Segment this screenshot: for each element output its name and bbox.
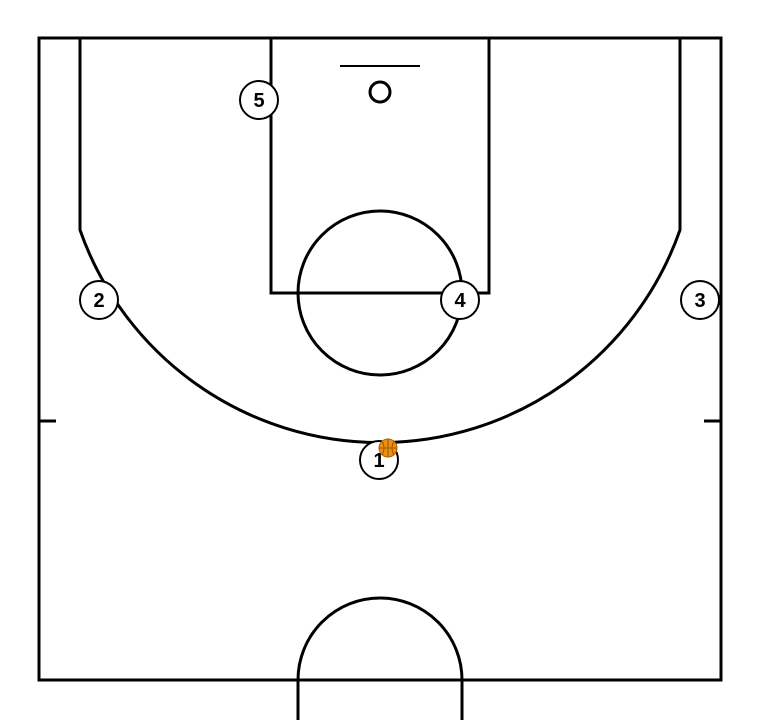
player-3[interactable]: 3 bbox=[680, 280, 720, 320]
player-label: 4 bbox=[454, 290, 466, 312]
center-circle bbox=[296, 596, 464, 720]
player-4[interactable]: 4 bbox=[440, 280, 480, 320]
player-marker bbox=[239, 80, 279, 120]
three-point-line bbox=[78, 38, 682, 444]
player-2[interactable]: 2 bbox=[79, 280, 119, 320]
player-marker bbox=[680, 280, 720, 320]
player-label: 1 bbox=[373, 450, 384, 472]
player-label: 2 bbox=[93, 290, 104, 312]
basketball-icon bbox=[378, 438, 398, 458]
court-boundary bbox=[37, 36, 723, 682]
player-marker bbox=[440, 280, 480, 320]
player-label: 5 bbox=[253, 90, 264, 112]
player-label: 3 bbox=[694, 290, 705, 312]
player-marker bbox=[79, 280, 119, 320]
rim bbox=[368, 80, 392, 104]
paint-lane bbox=[269, 36, 491, 295]
player-5[interactable]: 5 bbox=[239, 80, 279, 120]
